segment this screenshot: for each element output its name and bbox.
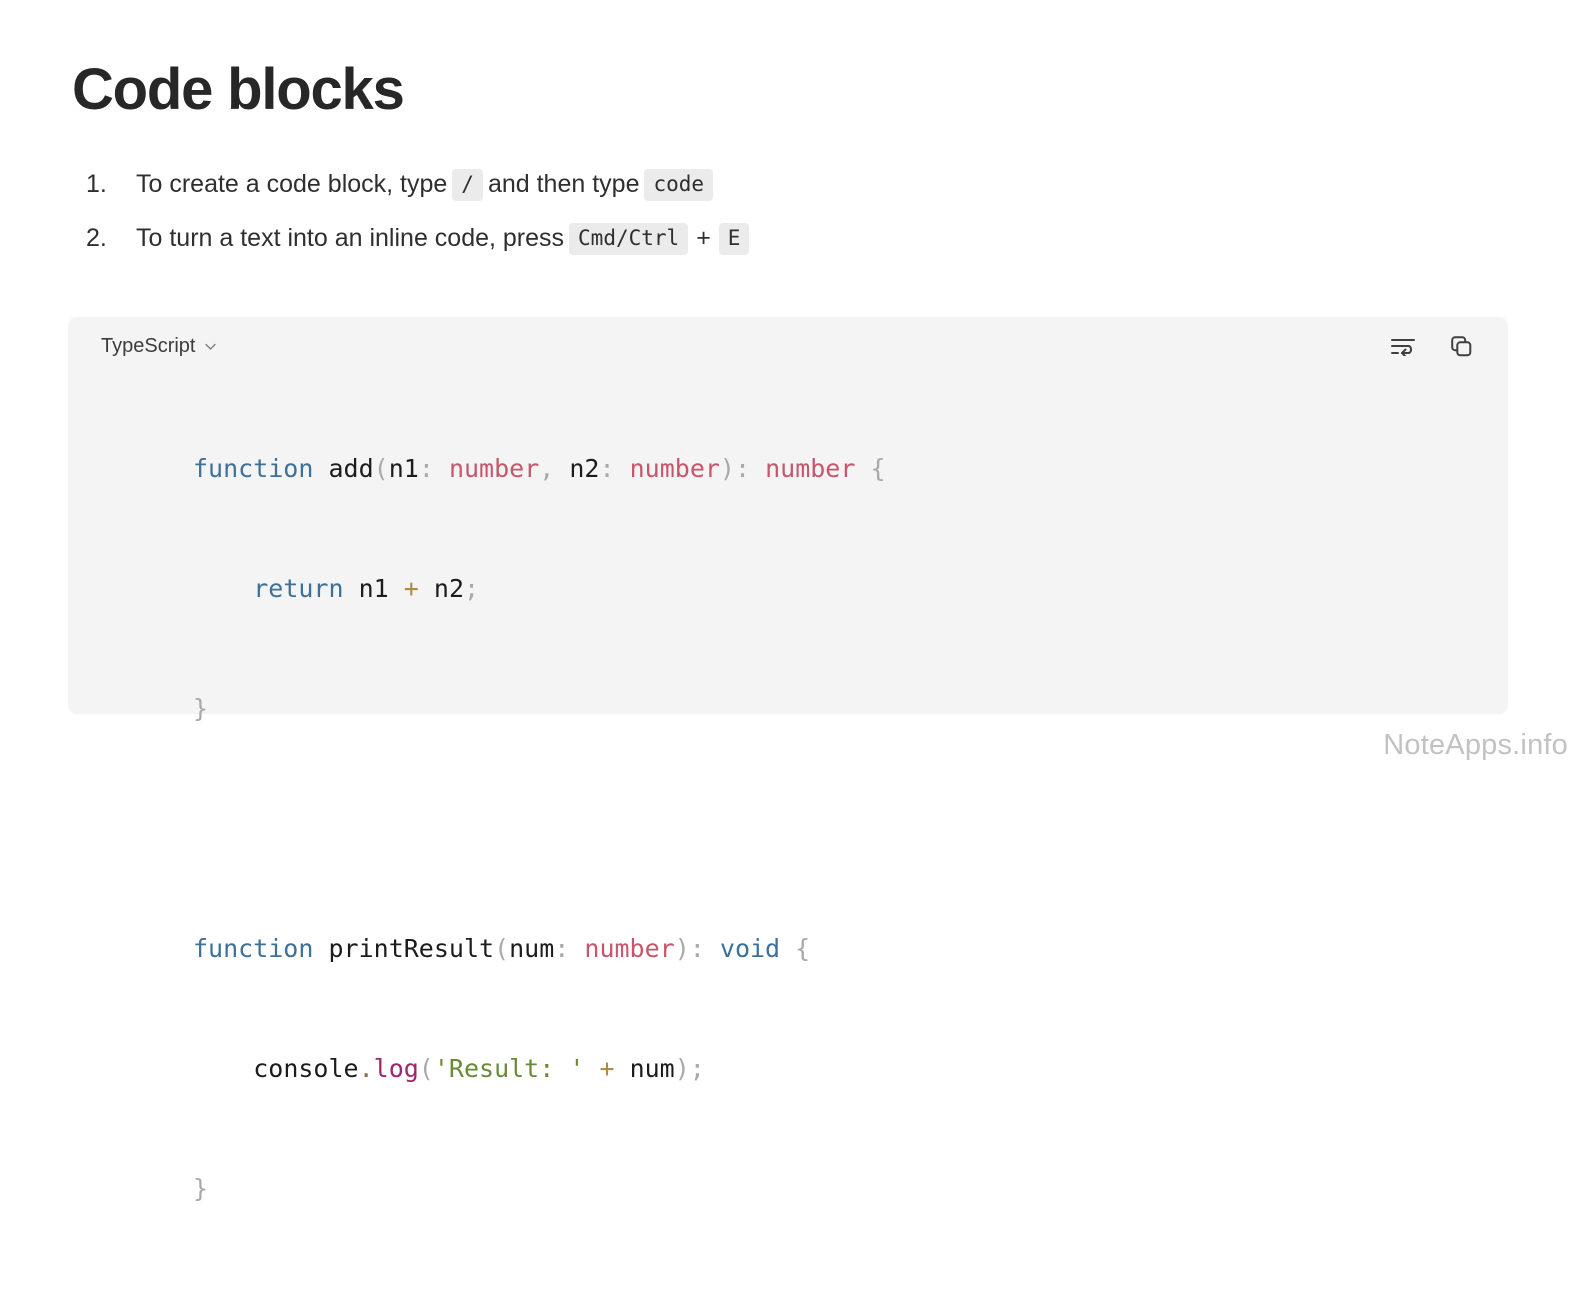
word-wrap-icon[interactable] <box>1390 333 1416 359</box>
list-item-number: 2. <box>86 223 107 252</box>
code-line: } <box>193 694 209 723</box>
list-item-content: To create a code block, type / and then … <box>136 168 718 202</box>
language-selector[interactable]: TypeScript <box>101 335 217 358</box>
code-line: return n1 + n2; <box>253 574 480 603</box>
list-item: 1. To create a code block, type / and th… <box>86 168 1386 202</box>
code-line: console.log('Result: ' + num); <box>253 1054 705 1083</box>
shortcut-plus-separator: + <box>696 223 711 252</box>
code-line: function add(n1: number, n2: number): nu… <box>193 454 886 483</box>
list-item-text: To turn a text into an inline code, pres… <box>136 223 565 252</box>
list-item-number: 1. <box>86 170 107 198</box>
instruction-list: 1. To create a code block, type / and th… <box>86 168 1386 276</box>
document-page: Code blocks 1. To create a code block, t… <box>68 57 1568 1203</box>
watermark: NoteApps.info <box>1383 729 1568 761</box>
list-item-text: and then type <box>487 170 640 198</box>
inline-code-chip-code: code <box>644 168 714 201</box>
chevron-down-icon <box>204 340 217 353</box>
code-block: TypeScript <box>68 317 1508 1203</box>
code-block-header: TypeScript <box>68 317 1508 375</box>
inline-code-chip-e: E <box>718 222 750 255</box>
code-content[interactable]: function add(n1: number, n2: number): nu… <box>68 369 1508 1289</box>
code-line <box>193 809 1475 849</box>
list-item-text: To create a code block, type <box>136 170 448 198</box>
code-block-toolbar <box>1390 333 1474 359</box>
inline-code-chip-cmd-ctrl: Cmd/Ctrl <box>569 222 689 255</box>
inline-code-chip-slash: / <box>452 168 483 201</box>
copy-icon[interactable] <box>1448 333 1474 359</box>
code-line: function printResult(num: number): void … <box>193 934 811 963</box>
list-item: 2. To turn a text into an inline code, p… <box>86 222 1386 256</box>
page-title: Code blocks <box>72 57 405 122</box>
code-line: } <box>193 1174 209 1203</box>
language-label: TypeScript <box>101 334 196 357</box>
list-item-content: To turn a text into an inline code, pres… <box>136 222 754 256</box>
